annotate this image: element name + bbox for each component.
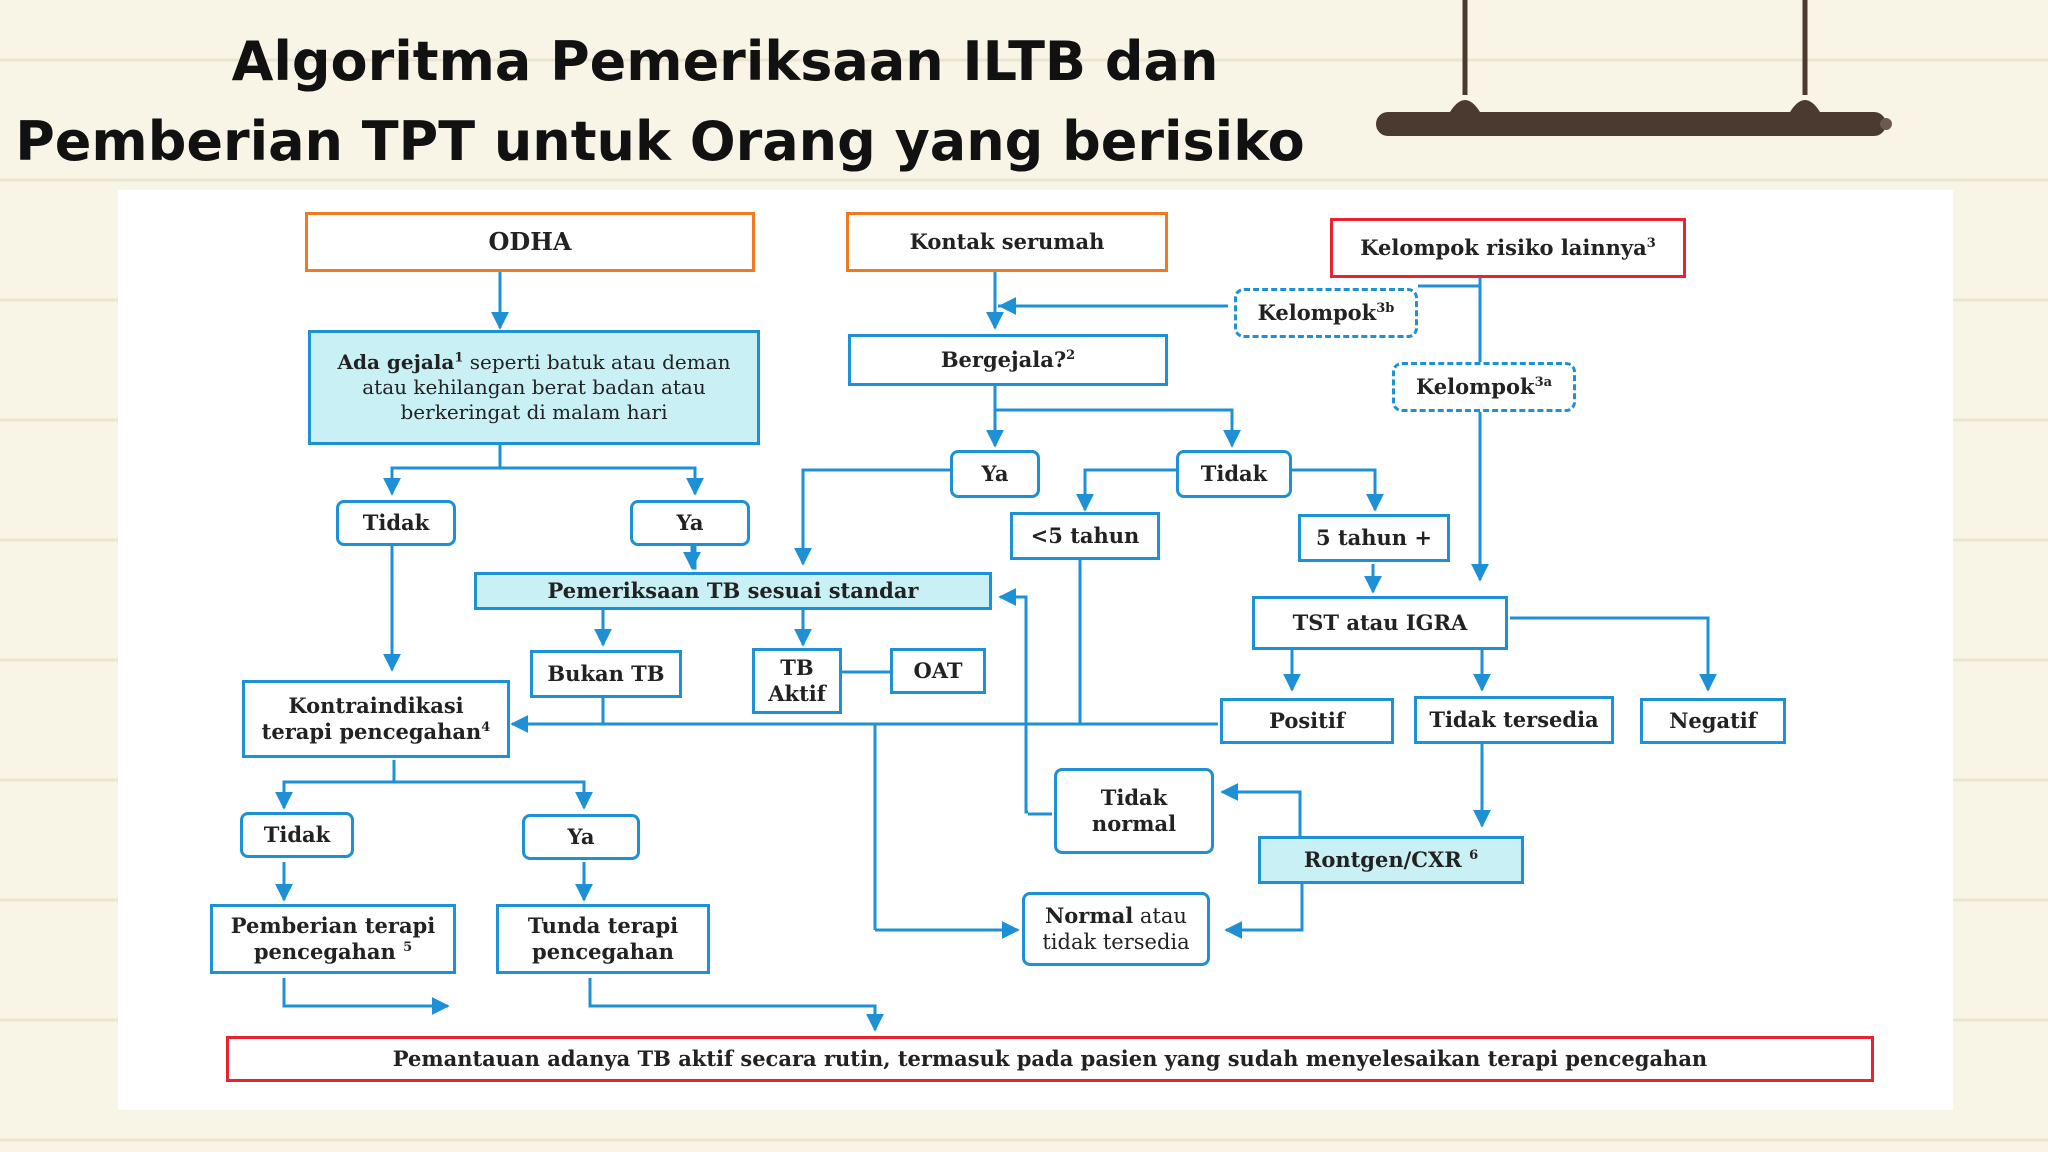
node-rontgen-cxr: Rontgen/CXR 6 [1258, 836, 1524, 884]
node-tidak-tersedia: Tidak tersedia [1414, 696, 1614, 744]
node-ya-odha: Ya [630, 500, 750, 546]
node-tidak-kontra: Tidak [240, 812, 354, 858]
node-5-tahun-plus: 5 tahun + [1298, 514, 1450, 562]
hanging-lamp-icon [1376, 0, 1892, 136]
node-oat: OAT [890, 648, 986, 694]
node-negatif: Negatif [1640, 698, 1786, 744]
node-tst-igra: TST atau IGRA [1252, 596, 1508, 650]
slide-title-line-1: Algoritma Pemeriksaan ILTB dan [231, 30, 1219, 93]
node-bergejala: Bergejala?2 [848, 334, 1168, 386]
node-kelompok-3a: Kelompok3a [1392, 362, 1576, 412]
slide-title-line-2: Pemberian TPT untuk Orang yang berisiko [15, 110, 1305, 173]
node-kelompok-3b: Kelompok3b [1234, 288, 1418, 338]
node-ya-kontak: Ya [950, 450, 1040, 498]
node-ya-kontra: Ya [522, 814, 640, 860]
node-kurang-5-tahun: <5 tahun [1010, 512, 1160, 560]
node-ada-gejala: Ada gejala1 seperti batuk atau deman ata… [308, 330, 760, 445]
node-positif: Positif [1220, 698, 1394, 744]
node-tidak-kontak: Tidak [1176, 450, 1292, 498]
node-kelompok-risiko-lainnya: Kelompok risiko lainnya3 [1330, 218, 1686, 278]
node-odha: ODHA [305, 212, 755, 272]
node-bukan-tb: Bukan TB [530, 650, 682, 698]
node-kontak-serumah: Kontak serumah [846, 212, 1168, 272]
node-pemantauan: Pemantauan adanya TB aktif secara rutin,… [226, 1036, 1874, 1082]
node-pemeriksaan-tb: Pemeriksaan TB sesuai standar [474, 572, 992, 610]
node-tidak-odha: Tidak [336, 500, 456, 546]
